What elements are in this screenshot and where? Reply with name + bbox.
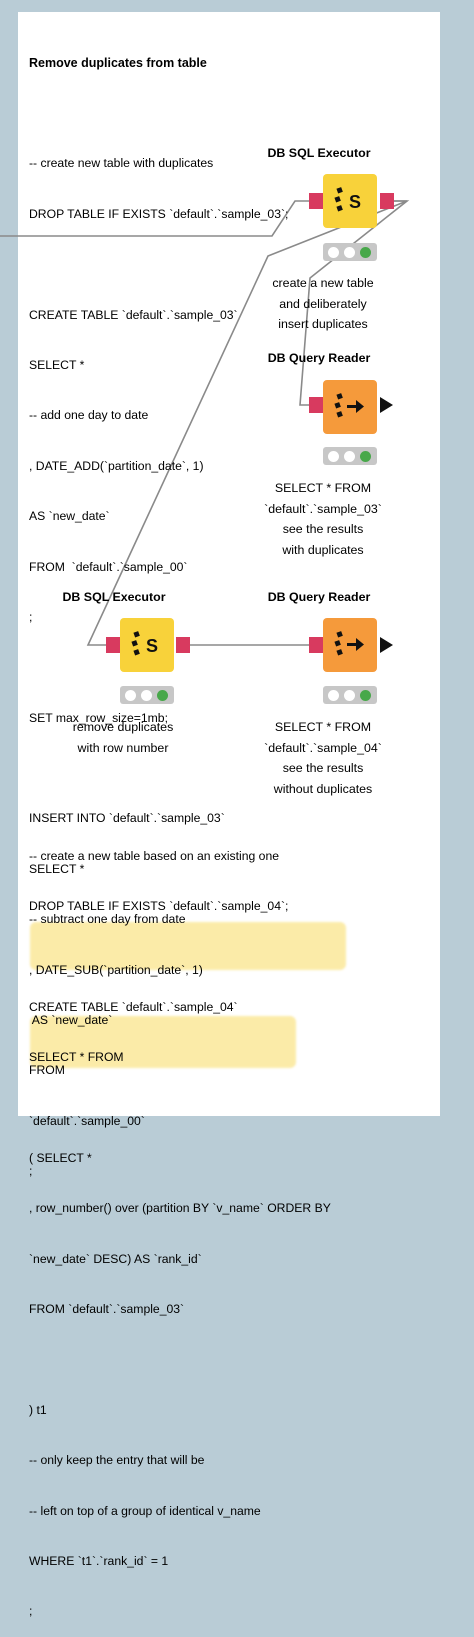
- code-line: SELECT *: [29, 357, 85, 372]
- code-line: , DATE_ADD(`partition_date`, 1): [29, 458, 204, 473]
- exec1-input-port[interactable]: [309, 193, 323, 209]
- exec1-node[interactable]: S: [323, 174, 377, 228]
- reader2-caption: SELECT * FROM `default`.`sample_04` see …: [238, 717, 408, 799]
- status-dot-green: [360, 690, 371, 701]
- status-dot-yellow: [344, 247, 355, 258]
- reader2-output-port[interactable]: [380, 637, 393, 653]
- svg-text:S: S: [146, 636, 158, 656]
- code-line: [29, 1100, 331, 1117]
- code-line: CREATE TABLE `default`.`sample_04`: [29, 999, 238, 1014]
- caption-line: without duplicates: [273, 781, 373, 796]
- code-line: `new_date` DESC) AS `rank_id`: [29, 1251, 202, 1266]
- sql-executor-icon: S: [131, 631, 158, 656]
- code-line: ) t1: [29, 1402, 47, 1417]
- code-line: -- subtract one day from date: [29, 912, 186, 927]
- reader1-status-indicator: [323, 447, 377, 465]
- exec1-caption: create a new table and deliberately inse…: [238, 273, 408, 335]
- query-reader-icon: [334, 631, 364, 656]
- caption-line: SELECT * FROM: [274, 720, 372, 734]
- caption-line: with duplicates: [282, 542, 364, 557]
- code-line: SET max_row_size=1mb;: [29, 710, 168, 725]
- status-dot-red: [328, 690, 339, 701]
- status-dot-red: [328, 451, 339, 462]
- exec2-caption: remove duplicates with row number: [38, 717, 208, 758]
- exec2-input-port[interactable]: [106, 637, 120, 653]
- code-line: DROP TABLE IF EXISTS `default`.`sample_0…: [29, 206, 289, 221]
- caption-line: see the results: [282, 522, 364, 536]
- code-line: [29, 105, 288, 122]
- query-reader-icon: [334, 393, 364, 418]
- code-line: AS `new_date`: [29, 509, 110, 524]
- code-line: -- create a new table based on an existi…: [29, 848, 280, 863]
- reader1-output-port[interactable]: [380, 397, 393, 413]
- reader2-status-indicator: [323, 686, 377, 704]
- top-frame: [0, 0, 474, 12]
- code-line: ;: [29, 609, 33, 624]
- exec2-status-indicator: [120, 686, 174, 704]
- code-line: [29, 948, 331, 965]
- status-dot-green: [157, 690, 168, 701]
- status-dot-green: [360, 451, 371, 462]
- code-line: ;: [29, 1604, 33, 1619]
- exec1-status-indicator: [323, 243, 377, 261]
- reader2-title: DB Query Reader: [267, 590, 371, 604]
- code-line: , DATE_SUB(`partition_date`, 1): [29, 962, 203, 977]
- caption-line: create a new table: [272, 276, 374, 290]
- code-line: -- add one day to date: [29, 408, 149, 423]
- connection-wires: [0, 200, 410, 646]
- caption-line: remove duplicates: [72, 720, 174, 734]
- status-dot-yellow: [141, 690, 152, 701]
- reader1-title: DB Query Reader: [267, 351, 371, 365]
- caption-line: SELECT * FROM: [274, 481, 372, 495]
- code-line: -- only keep the entry that will be: [29, 1453, 205, 1468]
- caption-line: insert duplicates: [278, 317, 368, 331]
- exec1-output-port[interactable]: [380, 193, 394, 209]
- highlight-mark-1: [30, 922, 346, 970]
- code-line: DROP TABLE IF EXISTS `default`.`sample_0…: [29, 898, 289, 913]
- caption-line: and deliberately: [279, 296, 367, 311]
- reader1-node[interactable]: [323, 380, 377, 434]
- code-line: FROM: [29, 1063, 65, 1078]
- svg-text:S: S: [349, 192, 361, 212]
- code-line: [29, 1352, 331, 1369]
- status-dot-red: [125, 690, 136, 701]
- reader2-node[interactable]: [323, 618, 377, 672]
- status-dot-yellow: [344, 451, 355, 462]
- code-line: FROM `default`.`sample_03`: [29, 1302, 185, 1317]
- status-dot-green: [360, 247, 371, 258]
- caption-line: see the results: [282, 761, 364, 775]
- code-line: -- left on top of a group of identical v…: [29, 1503, 261, 1518]
- code-line: SELECT *: [29, 861, 85, 876]
- right-scrollbar-track[interactable]: [440, 0, 474, 1116]
- wire-into-exec1: [0, 200, 309, 237]
- exec2-output-port[interactable]: [176, 637, 190, 653]
- exec2-title: DB SQL Executor: [62, 590, 166, 604]
- reader1-caption: SELECT * FROM `default`.`sample_03` see …: [238, 478, 408, 560]
- code-line: FROM `default`.`sample_00`: [29, 559, 188, 574]
- reader1-input-port[interactable]: [309, 397, 323, 413]
- reader2-input-port[interactable]: [309, 637, 323, 653]
- wire-exec1-to-exec2: [86, 200, 408, 646]
- code-line: -- create new table with duplicates: [29, 156, 214, 171]
- code-line: , row_number() over (partition BY `v_nam…: [29, 1201, 331, 1216]
- code-line: CREATE TABLE `default`.`sample_03`: [29, 307, 238, 322]
- code-line: WHERE `t1`.`rank_id` = 1: [29, 1554, 169, 1569]
- caption-line: `default`.`sample_04`: [264, 740, 382, 755]
- sql-executor-icon: S: [334, 187, 361, 212]
- code-line: INSERT INTO `default`.`sample_03`: [29, 811, 225, 826]
- exec1-title: DB SQL Executor: [267, 146, 371, 160]
- caption-line: with row number: [77, 740, 169, 755]
- code-line: SELECT * FROM: [29, 1050, 124, 1065]
- bottom-sql-annotation: -- create a new table based on an existi…: [29, 814, 331, 1637]
- annotation-title: Remove duplicates from table: [29, 55, 207, 70]
- code-line: AS `new_date`: [29, 1013, 113, 1028]
- highlight-mark-2: [30, 1016, 296, 1068]
- top-sql-annotation: Remove duplicates from table -- create n…: [29, 21, 288, 1197]
- code-line: ( SELECT *: [29, 1150, 92, 1165]
- status-dot-red: [328, 247, 339, 258]
- code-line: [29, 256, 288, 273]
- caption-line: `default`.`sample_03`: [264, 501, 382, 516]
- exec2-node[interactable]: S: [120, 618, 174, 672]
- status-dot-yellow: [344, 690, 355, 701]
